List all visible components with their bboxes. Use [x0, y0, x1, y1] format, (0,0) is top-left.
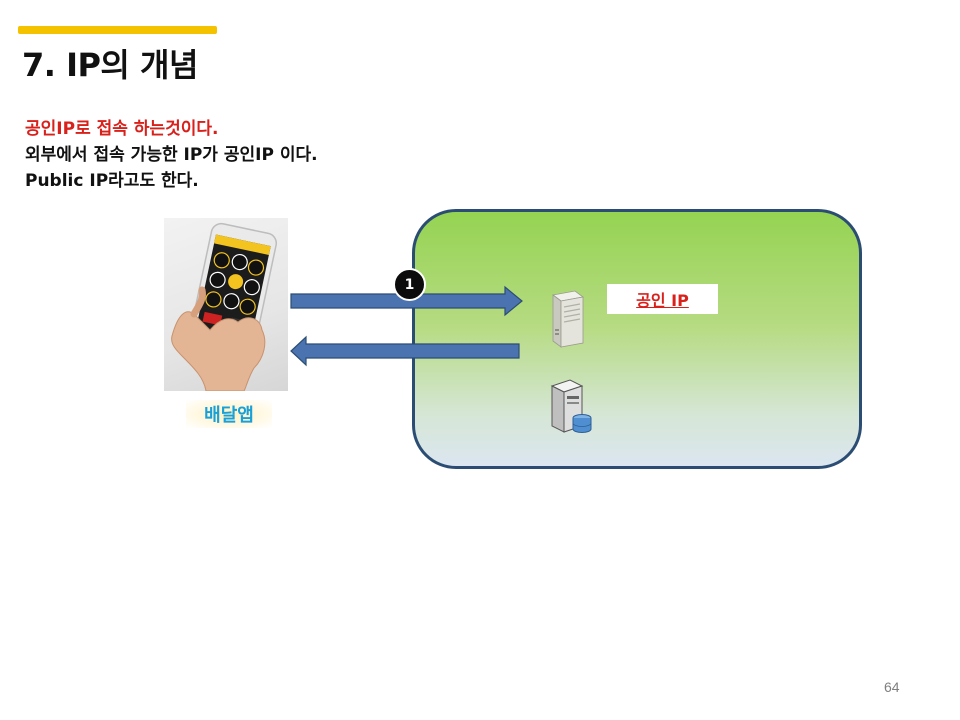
- slide-title: 7. IP의 개념: [22, 46, 198, 84]
- web-server-icon: [552, 290, 584, 348]
- hand-holding-phone-illustration: [171, 222, 278, 391]
- title-accent-bar: [18, 26, 217, 34]
- description-block: 공인IP로 접속 하는것이다. 외부에서 접속 가능한 IP가 공인IP 이다.…: [25, 116, 318, 194]
- page-number: 64: [884, 679, 900, 695]
- database-server-icon: [550, 379, 592, 433]
- public-network-area: [412, 209, 862, 469]
- description-line-2: 외부에서 접속 가능한 IP가 공인IP 이다.: [25, 145, 318, 165]
- delivery-app-label: 배달앱: [186, 400, 272, 428]
- description-line-1: 공인IP로 접속 하는것이다.: [25, 119, 219, 139]
- smartphone-photo: [164, 218, 288, 391]
- description-line-3: Public IP라고도 한다.: [25, 171, 199, 191]
- public-ip-label: 공인 IP: [607, 284, 718, 314]
- step-number-badge: 1: [393, 268, 426, 301]
